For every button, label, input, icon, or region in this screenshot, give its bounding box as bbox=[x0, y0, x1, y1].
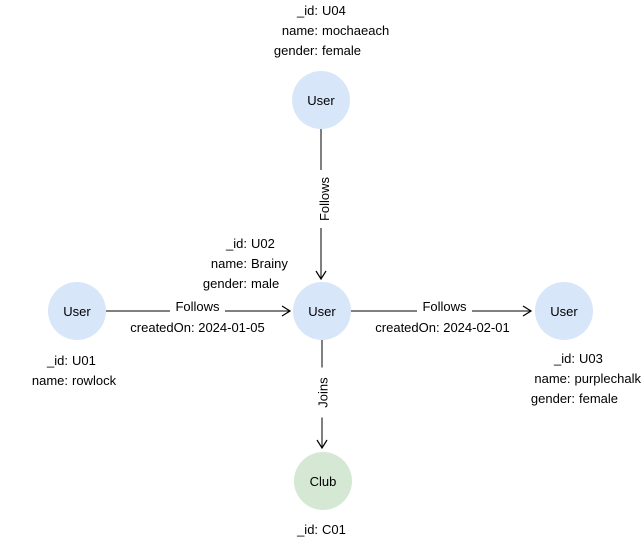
property-key: gender: bbox=[273, 43, 318, 58]
property-box-u02: _id: U02 name: Brainy gender: male bbox=[180, 233, 313, 295]
property-key: _id: bbox=[297, 3, 318, 18]
user-node-u04: User bbox=[292, 71, 350, 129]
property-value: female bbox=[579, 391, 619, 406]
property-key: _id: bbox=[47, 353, 68, 368]
property-key: name: bbox=[210, 256, 247, 271]
property-value: U03 bbox=[579, 351, 603, 366]
edge-label-follows-left: Follows bbox=[170, 297, 225, 316]
property-key: name: bbox=[31, 373, 68, 388]
property-value: U01 bbox=[72, 353, 96, 368]
club-node-c01: Club bbox=[294, 452, 352, 510]
property-row: _id: U02 bbox=[180, 234, 313, 254]
property-value: male bbox=[251, 276, 280, 291]
property-row: name: purplechalk bbox=[488, 369, 641, 389]
property-value: purplechalk bbox=[574, 371, 641, 386]
property-row: gender: female bbox=[242, 41, 398, 61]
property-key: name: bbox=[281, 23, 318, 38]
property-value: U02 bbox=[251, 236, 275, 251]
edge-label-joins: Joins bbox=[314, 367, 332, 418]
user-node-u02: User bbox=[293, 282, 351, 340]
property-key: gender: bbox=[530, 391, 575, 406]
node-label: User bbox=[550, 303, 578, 319]
property-box-c01: _id: C01 bbox=[248, 519, 395, 541]
edge-label-created-on-left: createdOn: 2024-01-05 bbox=[120, 316, 275, 339]
user-node-u03: User bbox=[535, 282, 593, 340]
edge-label-follows-top: Follows bbox=[315, 170, 333, 228]
node-label: User bbox=[63, 303, 91, 319]
edge-label-follows-right: Follows bbox=[417, 297, 472, 316]
property-box-u03: _id: U03 name: purplechalk gender: femal… bbox=[488, 348, 641, 410]
property-row: _id: U01 bbox=[0, 351, 155, 371]
property-row: gender: female bbox=[488, 389, 641, 409]
property-value: rowlock bbox=[72, 373, 117, 388]
property-key: gender: bbox=[202, 276, 247, 291]
property-value: mochaeach bbox=[322, 23, 390, 38]
user-node-u01: User bbox=[48, 282, 106, 340]
property-row: name: rowlock bbox=[0, 371, 155, 391]
property-key: name: bbox=[534, 371, 571, 386]
property-row: gender: male bbox=[180, 274, 313, 294]
property-row: _id: U03 bbox=[488, 349, 641, 369]
property-value: Brainy bbox=[251, 256, 288, 271]
property-value: C01 bbox=[322, 522, 346, 537]
property-key: _id: bbox=[554, 351, 575, 366]
property-row: _id: U04 bbox=[242, 1, 398, 21]
property-key: _id: bbox=[226, 236, 247, 251]
property-row: name: mochaeach bbox=[242, 21, 398, 41]
node-label: Club bbox=[309, 473, 337, 489]
property-box-u04: _id: U04 name: mochaeach gender: female bbox=[242, 0, 398, 62]
property-value: U04 bbox=[322, 3, 346, 18]
edge-label-created-on-right: createdOn: 2024-02-01 bbox=[365, 316, 520, 339]
property-row: _id: C01 bbox=[248, 520, 395, 540]
property-key: _id: bbox=[297, 522, 319, 537]
node-label: User bbox=[308, 303, 336, 319]
property-box-u01: _id: U01 name: rowlock bbox=[0, 350, 155, 392]
node-label: User bbox=[307, 92, 335, 108]
property-value: female bbox=[322, 43, 362, 58]
property-row: name: Brainy bbox=[180, 254, 313, 274]
